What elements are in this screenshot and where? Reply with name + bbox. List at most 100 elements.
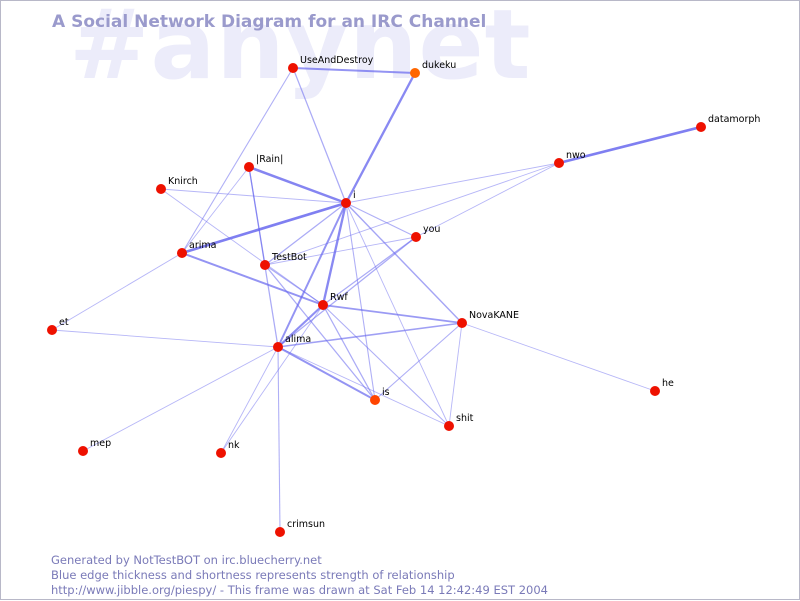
edge-alima-shit — [277, 346, 450, 427]
node-shit: shit — [444, 413, 474, 431]
node-dot-rwf — [318, 300, 328, 310]
edge-dukeku-i — [344, 72, 417, 204]
node-dot-alima — [273, 342, 283, 352]
node-label-alima: alima — [285, 334, 311, 345]
edge-nwo-testbot — [264, 162, 560, 266]
node-label-rain: |Rain| — [256, 154, 283, 165]
node-is: is — [370, 387, 390, 405]
edge-rwf-is — [322, 304, 376, 401]
footer: Generated by NotTestBOT on irc.bluecherr… — [51, 553, 548, 598]
edge-i-novakane — [345, 202, 463, 324]
node-et: et — [47, 317, 69, 335]
node-dot-useanddestroy — [288, 63, 298, 73]
node-label-testbot: TestBot — [271, 252, 307, 263]
edge-rain-i — [248, 165, 347, 205]
edge-rwf-novakane — [322, 304, 463, 324]
node-dot-crimsun — [275, 527, 285, 537]
node-label-knirch: Knirch — [168, 176, 198, 187]
edge-you-alima — [277, 236, 417, 348]
edge-useanddestroy-dukeku — [292, 67, 416, 74]
edge-i-arima — [181, 201, 347, 255]
node-novakane: NovaKANE — [457, 310, 519, 328]
edge-i-rwf — [321, 202, 348, 306]
edge-rwf-alima — [277, 304, 324, 348]
edge-i-testbot — [264, 202, 347, 266]
node-knirch: Knirch — [156, 176, 198, 194]
node-dot-nwo — [554, 158, 564, 168]
node-label-useanddestroy: UseAndDestroy — [300, 55, 374, 66]
edge-you-testbot — [264, 236, 417, 266]
edge-arima-rwf — [181, 252, 324, 306]
edge-alima-nk — [220, 346, 279, 454]
edges-layer — [51, 67, 702, 533]
edge-i-alima — [277, 202, 347, 348]
node-he: he — [650, 378, 674, 396]
diagram-title: A Social Network Diagram for an IRC Chan… — [52, 12, 487, 32]
node-dot-et — [47, 325, 57, 335]
node-rwf: Rwf — [318, 292, 348, 310]
edge-rwf-shit — [322, 304, 450, 427]
node-dot-mep — [78, 446, 88, 456]
node-dot-arima — [177, 248, 187, 258]
node-label-nk: nk — [228, 440, 240, 451]
edge-testbot-is — [264, 264, 376, 401]
node-datamorph: datamorph — [696, 114, 760, 132]
edge-et-alima — [51, 329, 279, 348]
node-useanddestroy: UseAndDestroy — [288, 55, 374, 73]
node-dot-knirch — [156, 184, 166, 194]
node-dot-is — [370, 395, 380, 405]
node-dot-rain — [244, 162, 254, 172]
node-dot-he — [650, 386, 660, 396]
edge-novakane-alima — [277, 322, 463, 348]
nodes-layer: UseAndDestroy dukeku datamorph nwo |Rain| Kni… — [47, 55, 760, 537]
node-label-shit: shit — [456, 413, 474, 424]
node-nwo: nwo — [554, 150, 586, 168]
edge-knirch-i — [160, 188, 347, 204]
node-nk: nk — [216, 440, 240, 458]
node-label-datamorph: datamorph — [708, 114, 760, 125]
node-arima: arima — [177, 240, 216, 258]
edge-you-rwf — [322, 236, 417, 306]
edge-alima-mep — [82, 346, 279, 452]
node-label-dukeku: dukeku — [422, 60, 456, 71]
node-label-arima: arima — [189, 240, 216, 251]
edge-testbot-rwf — [264, 264, 324, 306]
node-rain: |Rain| — [244, 154, 283, 172]
edge-arima-et — [51, 252, 183, 331]
node-crimsun: crimsun — [275, 519, 325, 537]
edge-rain-alima — [248, 166, 279, 348]
node-dot-novakane — [457, 318, 467, 328]
edge-you-nwo — [415, 162, 560, 238]
edge-alima-crimsun — [277, 346, 281, 533]
node-label-i: i — [353, 190, 356, 201]
node-label-nwo: nwo — [566, 150, 586, 161]
edge-datamorph-nwo — [558, 125, 702, 165]
edge-nwo-i — [345, 162, 560, 204]
footer-url-timestamp: http://www.jibble.org/piespy/ - This fra… — [51, 583, 548, 597]
node-label-he: he — [662, 378, 674, 389]
edge-novakane-is — [374, 322, 463, 401]
edge-rain-arima — [181, 166, 250, 254]
node-you: you — [411, 224, 440, 242]
node-label-you: you — [423, 224, 440, 235]
edge-i-you — [345, 202, 417, 238]
edge-useanddestroy-arima — [181, 67, 294, 254]
node-label-et: et — [59, 317, 69, 328]
edge-novakane-shit — [448, 322, 463, 427]
node-dot-you — [411, 232, 421, 242]
node-dot-testbot — [260, 260, 270, 270]
node-label-crimsun: crimsun — [287, 519, 325, 530]
node-label-rwf: Rwf — [330, 292, 348, 303]
node-testbot: TestBot — [260, 252, 307, 270]
node-dot-nk — [216, 448, 226, 458]
node-label-novakane: NovaKANE — [469, 310, 519, 321]
node-dot-datamorph — [696, 122, 706, 132]
node-dot-shit — [444, 421, 454, 431]
footer-generated-by: Generated by NotTestBOT on irc.bluecherr… — [51, 553, 322, 567]
edge-i-is — [345, 202, 376, 401]
edge-novakane-he — [461, 322, 656, 392]
edge-useanddestroy-i — [292, 67, 347, 204]
node-i: i — [341, 190, 356, 208]
